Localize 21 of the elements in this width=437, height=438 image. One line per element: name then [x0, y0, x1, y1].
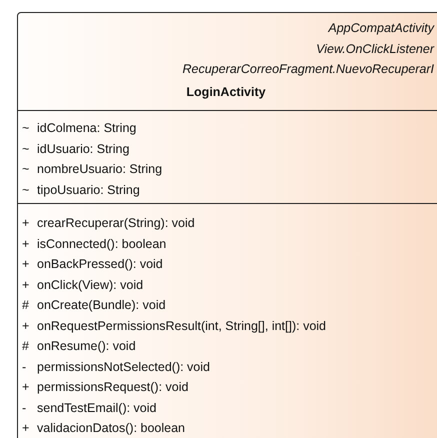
method-text: + crearRecuperar(String): void: [22, 215, 195, 231]
method-text: - permissionsNotSelected(): void: [22, 358, 210, 374]
method-text: + onBackPressed(): void: [22, 256, 163, 272]
method-text: # onResume(): void: [22, 338, 136, 354]
methods-compartment: [18, 203, 437, 438]
attribute-text: ~ tipoUsuario: String: [22, 182, 140, 198]
method-text: - sendTestEmail(): void: [22, 400, 156, 416]
attribute-text: ~ nombreUsuario: String: [22, 161, 162, 177]
parent-type: View.OnClickListener: [316, 42, 434, 56]
parent-type: RecuperarCorreoFragment.NuevoRecuperarI: [182, 62, 434, 76]
attribute-text: ~ idColmena: String: [22, 120, 136, 136]
method-text: + permissionsRequest(): void: [22, 379, 188, 395]
method-text: + isConnected(): boolean: [22, 236, 166, 252]
parent-type: AppCompatActivity: [328, 21, 434, 35]
method-text: # onCreate(Bundle): void: [22, 297, 166, 313]
method-text: + onClick(View): void: [22, 276, 144, 292]
class-name: LoginActivity: [185, 85, 267, 99]
method-text: + validacionDatos(): boolean: [22, 420, 186, 436]
class-box: [17, 12, 437, 438]
method-text: + onRequestPermissionsResult(int, String[], int[]): void: [22, 318, 326, 334]
attribute-text: ~ idUsuario: String: [22, 140, 130, 156]
